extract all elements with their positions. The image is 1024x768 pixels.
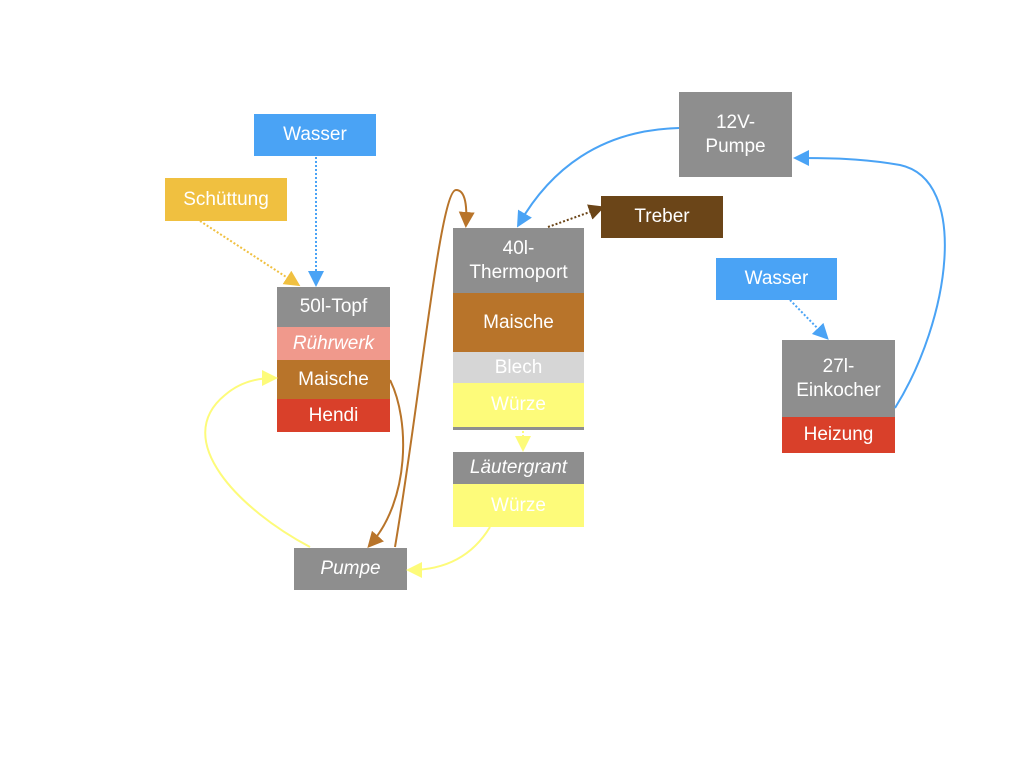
arrow-12v-thermoport: [517, 127, 680, 228]
pumpe12-l2: Pumpe: [705, 135, 766, 157]
thermoport-title: 40l-Thermoport: [453, 228, 584, 293]
topf-maische: Maische: [277, 360, 390, 399]
arrow-wasser-einkocher: [789, 299, 829, 340]
thermoport-blech: Blech: [453, 352, 584, 383]
thermoport-wuerze: Würze: [453, 383, 584, 430]
topf-hendi: Hendi: [277, 399, 390, 432]
topf-title: 50l-Topf: [277, 287, 390, 327]
treber-node: Treber: [601, 196, 723, 238]
thermoport-maische: Maische: [453, 293, 584, 352]
schuettung-node: Schüttung: [165, 178, 287, 221]
arrow-einkocher-12v: [793, 150, 946, 409]
pumpe12-node: 12V-Pumpe: [679, 92, 792, 177]
arrow-thermoport-treber: [547, 204, 605, 228]
arrow-laeutergrant-pumpe: [406, 526, 491, 578]
arrow-pumpe-thermoport: [394, 188, 475, 548]
pumpe12-l1: 12V-: [715, 111, 756, 133]
arrow-schuettung-topf: [199, 220, 301, 287]
einkocher-title: 27l-Einkocher: [782, 340, 895, 417]
laeutergrant-wuerze: Würze: [453, 484, 584, 527]
arrow-topf-pumpe: [367, 379, 405, 548]
topf-ruehrwerk: Rührwerk: [277, 327, 390, 360]
einkocher-l1: 27l-: [822, 355, 855, 377]
einkocher-l2: Einkocher: [796, 379, 881, 401]
wasser-node: Wasser: [254, 114, 376, 156]
laeutergrant-title: Läutergrant: [453, 452, 584, 484]
thermoport-title-2: Thermoport: [469, 261, 568, 283]
einkocher-heizung: Heizung: [782, 417, 895, 453]
wasser2-node: Wasser: [716, 258, 837, 300]
arrow-pumpe-topf: [204, 370, 311, 548]
pumpe-node: Pumpe: [294, 548, 407, 590]
thermoport-title-1: 40l-: [502, 237, 535, 259]
